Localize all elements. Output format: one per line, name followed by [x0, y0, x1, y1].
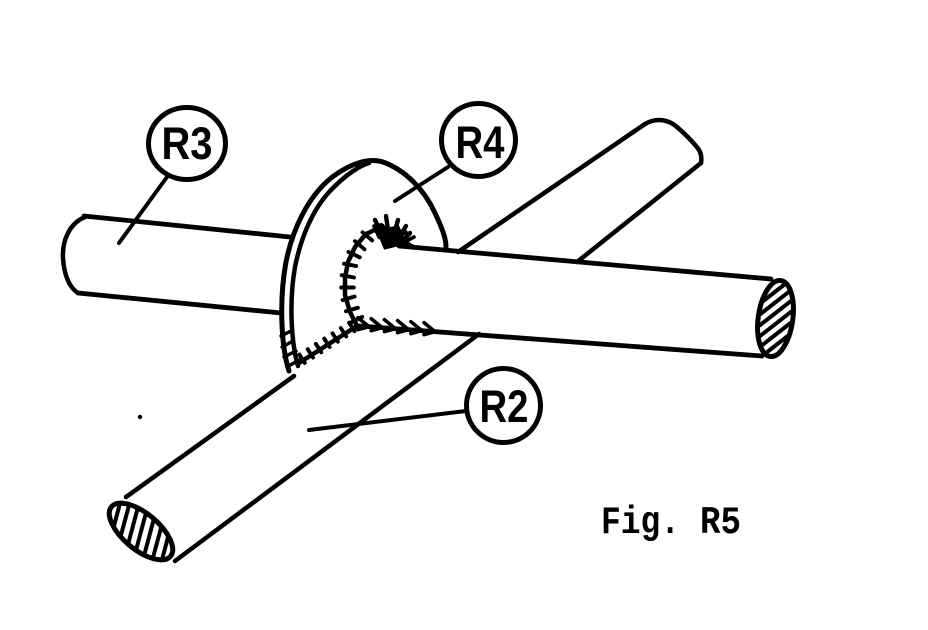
svg-text:Fig.: Fig.: [601, 501, 680, 545]
svg-text:R5: R5: [700, 501, 741, 545]
svg-text:R4: R4: [456, 117, 505, 168]
svg-text:R2: R2: [480, 381, 529, 432]
svg-text:R3: R3: [162, 118, 213, 169]
